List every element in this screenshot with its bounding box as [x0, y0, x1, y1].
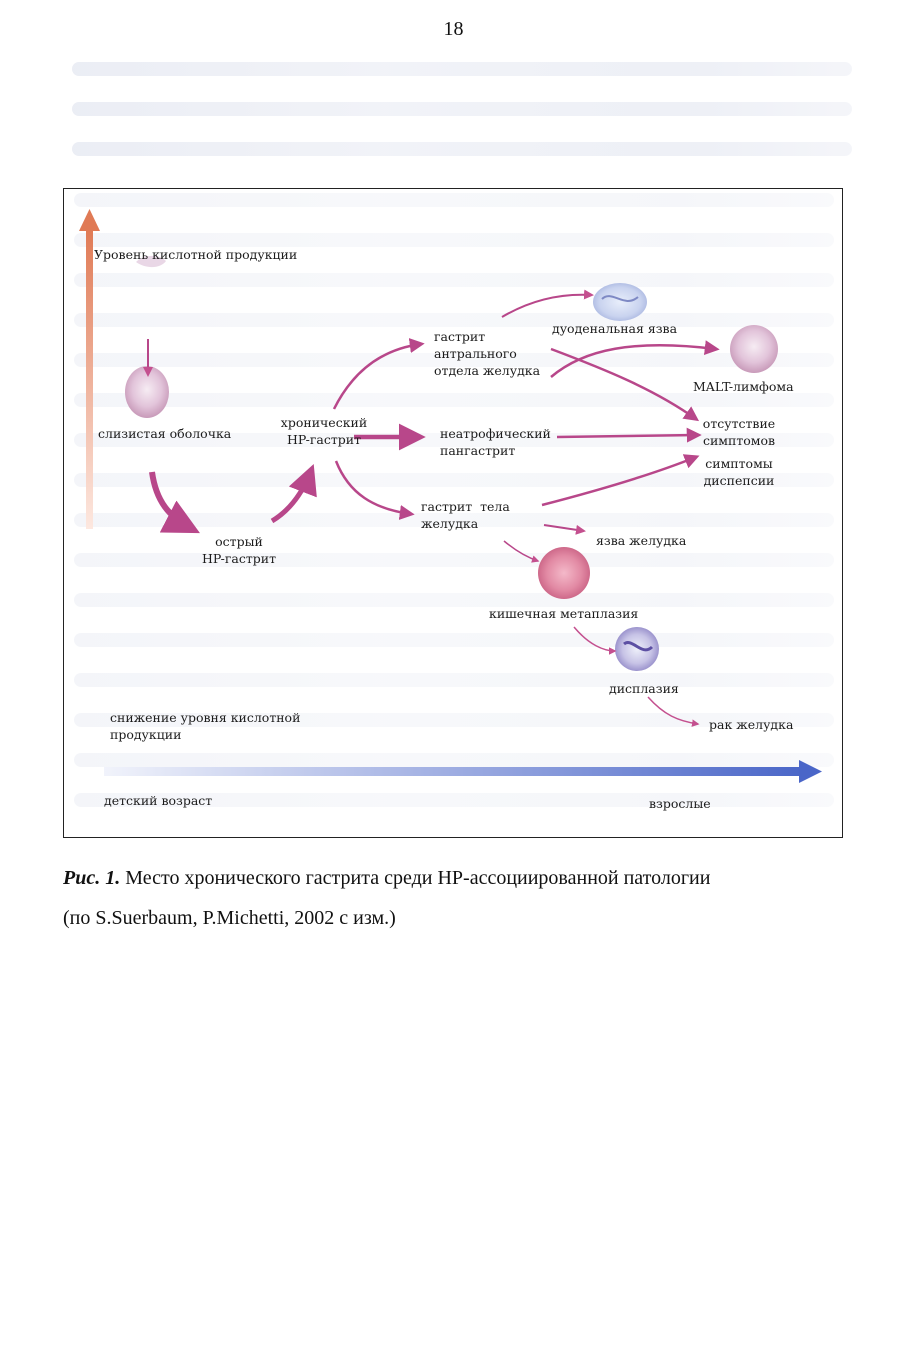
figure-label: Рис. 1. — [63, 867, 121, 889]
dysplasia-cell-image — [615, 627, 659, 671]
bleed-line — [74, 673, 834, 687]
acid-level-label: Уровень кислотной продукции — [94, 247, 298, 262]
bleed-line — [72, 62, 852, 76]
mucosa-cell-image — [125, 366, 169, 418]
gastric-cancer-label: рак желудка — [709, 717, 794, 732]
childhood-label: детский возраст — [104, 793, 213, 808]
adults-label: взрослые — [649, 796, 711, 811]
metaplasia-cell-image — [538, 547, 590, 599]
age-arrowhead — [799, 760, 822, 783]
bleed-line — [74, 593, 834, 607]
bleed-line — [74, 513, 834, 527]
bleed-line — [74, 713, 834, 727]
bleed-line — [74, 753, 834, 767]
bleed-line — [72, 102, 852, 116]
page-number: 18 — [443, 18, 464, 40]
intestinal-metaplasia-label: кишечная метаплазия — [489, 606, 639, 621]
bleed-line — [74, 233, 834, 247]
bleed-line — [74, 553, 834, 567]
bleed-line — [74, 353, 834, 367]
caption-line-1: Место хронического гастрита среди HP-асс… — [120, 867, 711, 889]
bleed-line — [74, 793, 834, 807]
acid-level-arrow — [86, 229, 93, 529]
mucosa-label: слизистая оболочка — [98, 426, 232, 441]
malt-lymphoma-cell-image — [730, 325, 778, 373]
duodenal-ulcer-cell-image — [593, 283, 647, 321]
figure-caption: Рис. 1. Место хронического гастрита сред… — [63, 858, 863, 938]
acid-level-arrowhead — [79, 209, 100, 231]
bleed-line — [74, 273, 834, 287]
duodenal-ulcer-label: дуоденальная язва — [552, 321, 678, 336]
gastric-ulcer-label: язва желудка — [596, 533, 687, 548]
bacterium-image — [136, 255, 166, 268]
age-arrow — [104, 767, 804, 776]
bleed-line — [74, 313, 834, 327]
dysplasia-label: дисплазия — [609, 681, 679, 696]
figure-diagram: Уровень кислотной продукции слизистая об… — [63, 188, 843, 838]
malt-lymphoma-label: MALT-лимфома — [693, 379, 794, 394]
caption-line-2: (по S.Suerbaum, P.Michetti, 2002 с изм.) — [63, 907, 396, 929]
arrows-layer — [79, 209, 822, 783]
bleed-line — [74, 393, 834, 407]
bleed-line — [74, 193, 834, 207]
bleed-line — [72, 142, 852, 156]
